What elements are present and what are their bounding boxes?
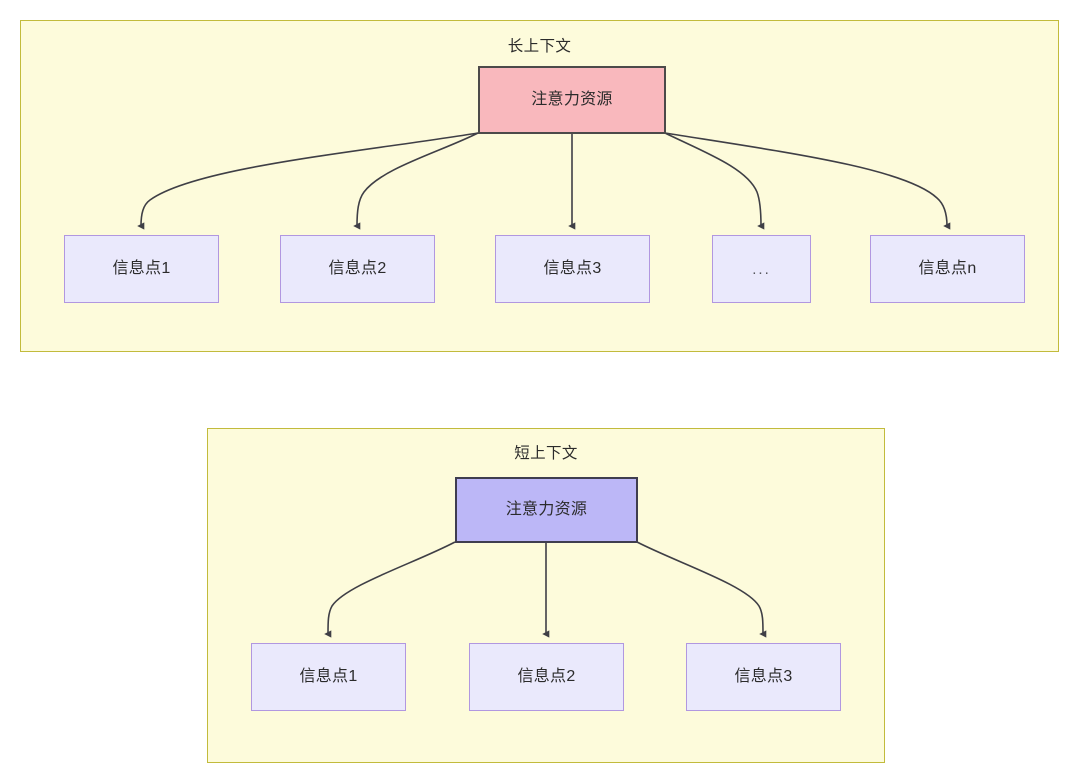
node-short-info-point-1[interactable]: 信息点1: [251, 643, 406, 711]
short-context-title: 短上下文: [514, 445, 578, 462]
node-info-point-2[interactable]: 信息点2: [280, 235, 435, 303]
node-attention-resource-long[interactable]: 注意力资源: [478, 66, 666, 134]
node-info-point-n[interactable]: 信息点n: [870, 235, 1025, 303]
node-attention-resource-short[interactable]: 注意力资源: [455, 477, 638, 543]
long-context-title: 长上下文: [507, 38, 572, 55]
edge-attention-to-info-ellipsis: [664, 132, 765, 230]
node-short-info-point-3[interactable]: 信息点3: [686, 643, 841, 711]
edge-short-attention-to-info-3: [636, 541, 767, 638]
node-short-info-point-2[interactable]: 信息点2: [469, 643, 624, 711]
edge-attention-to-info-1: [137, 132, 479, 230]
node-info-point-1[interactable]: 信息点1: [64, 235, 219, 303]
edge-attention-to-info-n: [664, 132, 951, 230]
edge-short-attention-to-info-1: [324, 541, 456, 638]
node-info-point-ellipsis[interactable]: ...: [712, 235, 811, 303]
edge-attention-to-info-2: [353, 132, 479, 230]
node-info-point-3[interactable]: 信息点3: [495, 235, 650, 303]
